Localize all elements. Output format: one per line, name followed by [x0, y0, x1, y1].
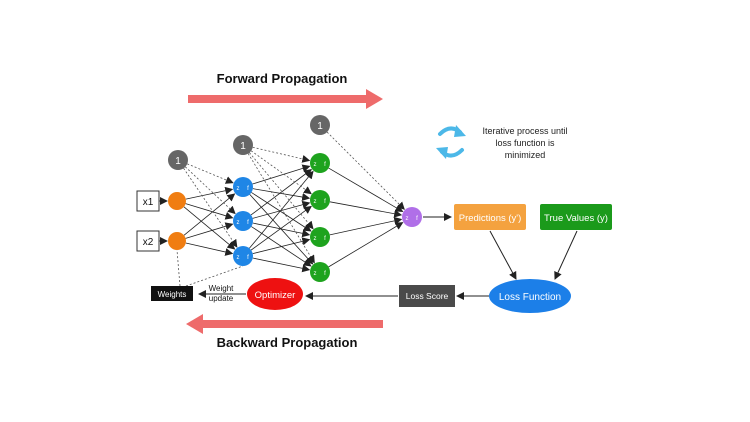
input-neuron-2 — [168, 232, 186, 250]
bias-connection — [249, 152, 314, 230]
neuron-f-label: f — [324, 199, 326, 205]
weight-connection — [183, 206, 236, 250]
true-values-box: True Values (y) — [540, 204, 612, 230]
weight-connection — [185, 242, 234, 256]
bias-node-2-label: 1 — [240, 141, 246, 152]
bias-connection — [252, 146, 311, 163]
weights-box: Weights — [151, 286, 193, 301]
predictions-box: Predictions (y') — [454, 204, 526, 230]
neuron-f-label: f — [247, 186, 249, 192]
neuron-f-label: f — [324, 162, 326, 168]
backward-propagation-title: Backward Propagation — [217, 335, 358, 350]
weight-update-line-2: update — [209, 294, 234, 303]
weight-connection — [252, 222, 311, 238]
true-values-label: True Values (y) — [544, 213, 608, 224]
iterative-note-line-2: loss function is — [495, 138, 555, 148]
forward-arrow — [188, 89, 383, 109]
neuron-z-label: z — [237, 220, 240, 226]
output-neuron: z f — [402, 207, 422, 227]
cycle-icon — [436, 125, 466, 159]
flow-arrows — [198, 213, 578, 300]
neuron-f-label: f — [416, 216, 418, 222]
loss-function-ellipse: Loss Function — [489, 279, 571, 313]
input-x1-label: x1 — [143, 197, 154, 208]
weight-connection — [329, 201, 403, 218]
bias-connection — [250, 150, 312, 195]
input-x2: x2 — [136, 230, 160, 252]
bias-connection — [326, 131, 405, 210]
weight-connection — [252, 237, 311, 254]
bias-connection — [187, 163, 234, 184]
loss-score-box: Loss Score — [399, 285, 455, 307]
weight-update-line-1: Weight — [209, 284, 235, 293]
neuron-z-label: z — [314, 236, 317, 242]
neuron-z-label: z — [314, 271, 317, 277]
weight-connection — [183, 193, 236, 236]
neuron-f-label: f — [324, 271, 326, 277]
hidden1-neuron-1: z f — [233, 177, 253, 197]
neuron-z-label: z — [237, 255, 240, 261]
hidden1-neuron-3: z f — [233, 246, 253, 266]
weight-connection — [252, 257, 311, 273]
neuron-f-label: f — [247, 255, 249, 261]
bias-node-3: 1 — [310, 115, 330, 135]
backward-arrow — [186, 314, 383, 334]
bias-node-2: 1 — [233, 135, 253, 155]
neuron-z-label: z — [406, 216, 409, 222]
weight-connection — [185, 186, 234, 200]
bias-node-3-label: 1 — [317, 121, 323, 132]
optimizer-ellipse: Optimizer — [247, 278, 303, 310]
weight-connection — [252, 164, 311, 185]
weight-connection — [251, 192, 312, 232]
iterative-note-line-1: Iterative process until — [482, 126, 567, 136]
neuron-f-label: f — [247, 220, 249, 226]
weight-update-connection — [185, 265, 244, 287]
neuron-z-label: z — [237, 186, 240, 192]
bias-connection — [185, 166, 236, 215]
input-neuron-1 — [168, 192, 186, 210]
hidden2-neuron-3: z f — [310, 227, 330, 247]
weight-connection — [252, 188, 311, 201]
weight-connection — [250, 205, 312, 251]
bias-connection — [183, 168, 238, 248]
iterative-note-line-3: minimized — [505, 150, 546, 160]
neuron-f-label: f — [324, 236, 326, 242]
weight-connection — [185, 203, 234, 220]
hidden2-neuron-2: z f — [310, 190, 330, 210]
weight-connection — [185, 222, 234, 239]
weights-label: Weights — [158, 290, 187, 299]
bias-node-1: 1 — [168, 150, 188, 170]
input-x2-label: x2 — [143, 237, 154, 248]
bias-node-1-label: 1 — [175, 156, 181, 167]
weight-connection — [329, 216, 403, 236]
weight-connection — [249, 170, 314, 249]
neuron-z-label: z — [314, 162, 317, 168]
hidden2-neuron-1: z f — [310, 153, 330, 173]
loss-score-label: Loss Score — [406, 291, 449, 301]
weight-connection — [328, 167, 404, 212]
neuron-z-label: z — [314, 199, 317, 205]
forward-propagation-title: Forward Propagation — [217, 71, 348, 86]
loss-function-label: Loss Function — [499, 292, 561, 303]
predictions-label: Predictions (y') — [459, 213, 522, 224]
optimizer-label: Optimizer — [255, 290, 296, 301]
network-connections — [159, 131, 405, 287]
weight-connection — [328, 222, 404, 268]
weight-connection — [250, 169, 313, 216]
input-x1: x1 — [136, 190, 160, 212]
hidden2-neuron-4: z f — [310, 262, 330, 282]
weight-update-connection — [176, 249, 181, 287]
bias-connection — [247, 153, 315, 264]
hidden1-neuron-2: z f — [233, 211, 253, 231]
